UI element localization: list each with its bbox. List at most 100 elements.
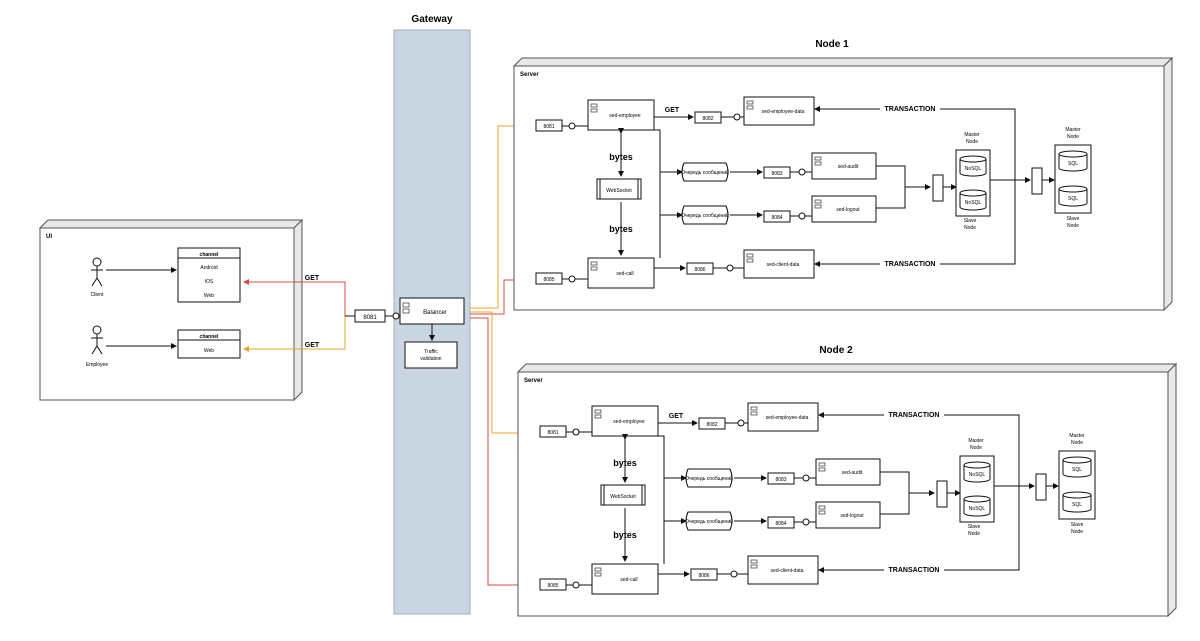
interface-lollipop [392,312,400,320]
component-icon [750,411,758,416]
service-call-label: sed-call [616,271,633,277]
component-icon [594,414,602,419]
sql-slave-db-label: SQL [1072,502,1082,508]
service-client-data-label: sed-client-data [767,262,800,268]
node-box-side [1163,56,1173,312]
server-title: Server [524,378,543,384]
message-queue [685,511,733,531]
ui-box [39,227,295,401]
sql-master-db [1058,154,1088,172]
nosql-slave-label: Node [968,531,980,537]
client-label: Client [91,292,104,298]
message-queue [681,162,729,182]
employee-actor [91,325,103,355]
component-icon [594,567,602,572]
component-icon [590,108,598,113]
component-icon [818,505,826,510]
component-icon [818,462,826,467]
nosql-master-db-top [959,155,987,163]
service-employee-data-label: sed-employee-data [766,415,809,421]
route-node2-call [470,317,539,588]
nosql-router [936,480,948,508]
service-client-data [747,555,819,585]
port-call-label: 8085 [547,583,558,589]
component-icon [746,253,754,258]
ui-title: UI [46,234,52,240]
bytes-label: bytes [613,458,637,468]
client-channel-item: IOS [205,279,214,285]
nosql-master-label: Node [970,445,982,451]
sql-master-label: Node [1067,134,1079,140]
interface-lollipop [726,264,734,272]
port-employee-label: 8081 [547,430,558,436]
interface-lollipop [737,419,745,427]
client-get-label: GET [305,275,320,282]
gateway-title: Gateway [411,14,453,25]
nosql-master-label: Master [968,438,984,444]
interface-lollipop [802,518,810,526]
service-call [591,563,659,595]
sql-slave-label: Node [1071,529,1083,535]
transaction-label-bg [884,410,944,419]
node-1-group: Node 1Server8081sed-employee8085sed-call… [512,39,1174,312]
nosql-master-db [959,159,987,177]
port-employee-data-label: 8082 [702,116,713,122]
nosql-slave-db-label: NoSQL [965,200,982,206]
interface-lollipop [568,275,576,283]
sql-master-label: Node [1071,440,1083,446]
nosql-slave-label: Slave [964,218,977,224]
nosql-slave-db-top [959,189,987,197]
component-icon [594,409,602,414]
employee-channel-table [177,329,241,359]
balancer-box [399,297,465,325]
component-icon [594,572,602,577]
sql-master-db-top [1058,150,1088,158]
nosql-master-db-label: NoSQL [965,166,982,172]
nosql-master-label: Master [964,132,980,138]
employee-get-label: GET [305,342,320,349]
service-logout [811,195,877,223]
transaction-label-bg [880,104,940,113]
service-logout-label: sed-logout [840,513,864,519]
interface-lollipop [572,581,580,589]
component-icon [402,308,410,314]
interface-lollipop [568,122,576,130]
component-icon [750,564,758,569]
service-employee-label: sed-employee [609,113,641,119]
sql-router [1031,167,1043,195]
service-employee-data [743,96,815,126]
gateway-port-label: 8081 [363,315,377,321]
route-node2-employee [470,311,539,436]
service-logout-label: sed-logout [836,207,860,213]
node-box-top [516,363,1178,373]
employee-get-link [243,316,346,352]
node-title: Node 2 [819,345,853,356]
port-client-data-label: 8086 [694,267,705,273]
node-box-side [1167,362,1177,618]
service-employee [587,99,655,131]
interface-lollipop [572,428,580,436]
sql-master-db-label: SQL [1068,161,1078,167]
employee-label: Employee [86,362,108,368]
sql-slave-db-top [1058,185,1088,193]
component-icon [814,199,822,204]
message-queue-label: Очередь сообщений [685,475,733,482]
websocket-box [600,484,646,506]
message-queue-label: Очередь сообщений [681,212,729,219]
node-2-group: Node 2Server8081sed-employee8085sed-call… [516,345,1178,618]
component-icon [750,559,758,564]
sql-slave-label: Node [1067,223,1079,229]
nosql-slave-label: Slave [968,524,981,530]
nosql-router [932,174,944,202]
transaction-label-bg [880,259,940,268]
component-icon [746,258,754,263]
interface-lollipop [733,113,741,121]
service-employee-label: sed-employee [613,419,645,425]
nosql-master-db-label: NoSQL [969,472,986,478]
websocket-label: WebSocket [606,188,632,194]
sql-slave-db [1058,189,1088,207]
component-icon [590,261,598,266]
nosql-master-db [963,465,991,483]
websocket-label: WebSocket [610,494,636,500]
node-title: Node 1 [815,39,849,50]
